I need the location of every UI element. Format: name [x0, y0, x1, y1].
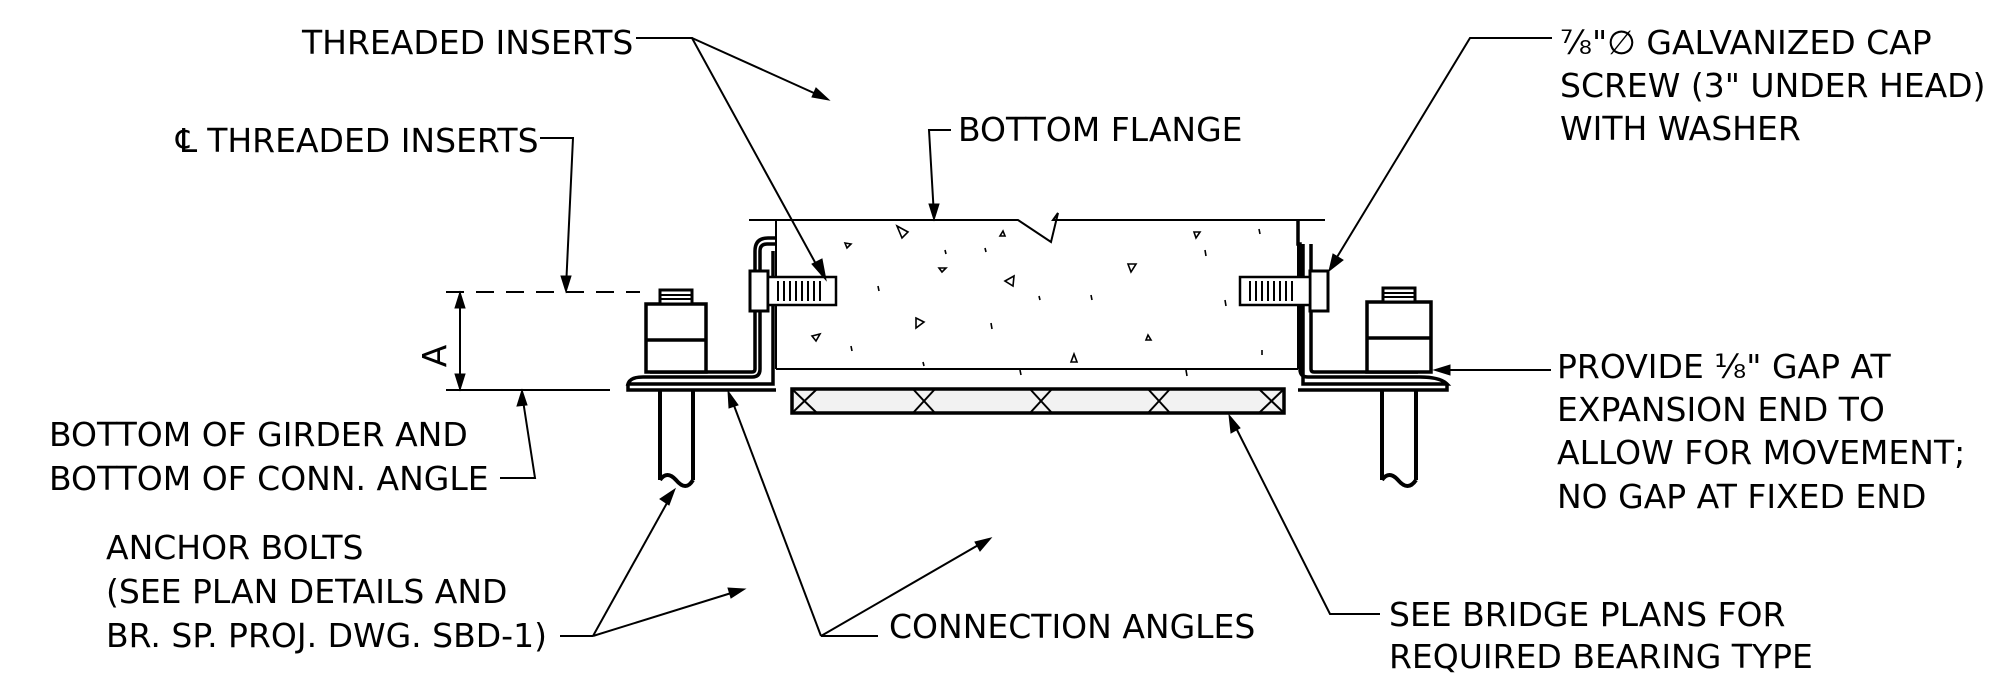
gap-line-1-pre: PROVIDE [1557, 347, 1714, 386]
leader-bearing-type [1228, 413, 1380, 615]
label-dimension-a: A [415, 344, 454, 367]
label-cap-screw-line-2: SCREW (3" UNDER HEAD) [1560, 66, 1985, 105]
centerline-symbol: ℄ [175, 121, 197, 160]
label-cap-screw-line-3: WITH WASHER [1560, 109, 1801, 148]
label-threaded-inserts: THREADED INSERTS [301, 23, 633, 62]
label-gap-line-3: ALLOW FOR MOVEMENT; [1557, 433, 1965, 472]
label-anchor-bolts-line-2: (SEE PLAN DETAILS AND [106, 572, 507, 611]
label-cl-threaded-inserts: ℄THREADED INSERTS [175, 121, 539, 160]
right-threaded-insert [1238, 269, 1330, 313]
label-bottom-girder-line-2: BOTTOM OF CONN. ANGLE [49, 459, 489, 498]
label-bearing-line-1: SEE BRIDGE PLANS FOR [1389, 595, 1785, 634]
concrete-aggregate-hatch [810, 224, 1263, 377]
label-connection-angles: CONNECTION ANGLES [889, 607, 1255, 646]
label-bottom-flange: BOTTOM FLANGE [958, 110, 1243, 149]
cap-screw-fraction: ⅞" [1560, 23, 1607, 62]
right-connection-angle [1296, 220, 1452, 392]
bearing-pad [790, 387, 1286, 415]
label-anchor-bolts-line-3: BR. SP. PROJ. DWG. SBD-1) [106, 616, 547, 655]
leader-connection-angles [727, 389, 993, 637]
dimension-a [446, 290, 640, 392]
label-gap-line-1: PROVIDE ⅛" GAP AT [1557, 347, 1892, 386]
left-anchor-bolt [644, 288, 708, 488]
leader-bottom-girder [500, 388, 537, 479]
cl-threaded-inserts-text: THREADED INSERTS [206, 121, 538, 160]
label-cap-screw-line-1: ⅞"∅ GALVANIZED CAP [1560, 23, 1932, 62]
gap-fraction: ⅛" [1714, 347, 1761, 386]
leader-gap [1432, 364, 1551, 376]
right-anchor-bolt [1365, 286, 1433, 488]
leader-threaded-inserts [636, 37, 831, 282]
left-threaded-insert [748, 269, 838, 313]
leader-anchor-bolts [560, 487, 747, 637]
leader-cl-threaded-inserts [540, 137, 575, 294]
leader-cap-screw [1328, 37, 1552, 273]
gap-line-1-post: GAP AT [1761, 347, 1891, 386]
label-bottom-girder-line-1: BOTTOM OF GIRDER AND [49, 415, 468, 454]
label-gap-line-4: NO GAP AT FIXED END [1557, 477, 1926, 516]
label-gap-line-2: EXPANSION END TO [1557, 390, 1885, 429]
leader-bottom-flange [927, 129, 951, 222]
label-bearing-line-2: REQUIRED BEARING TYPE [1389, 637, 1813, 676]
cap-screw-line-1-text: ∅ GALVANIZED CAP [1607, 23, 1931, 62]
label-anchor-bolts-line-1: ANCHOR BOLTS [106, 528, 364, 567]
